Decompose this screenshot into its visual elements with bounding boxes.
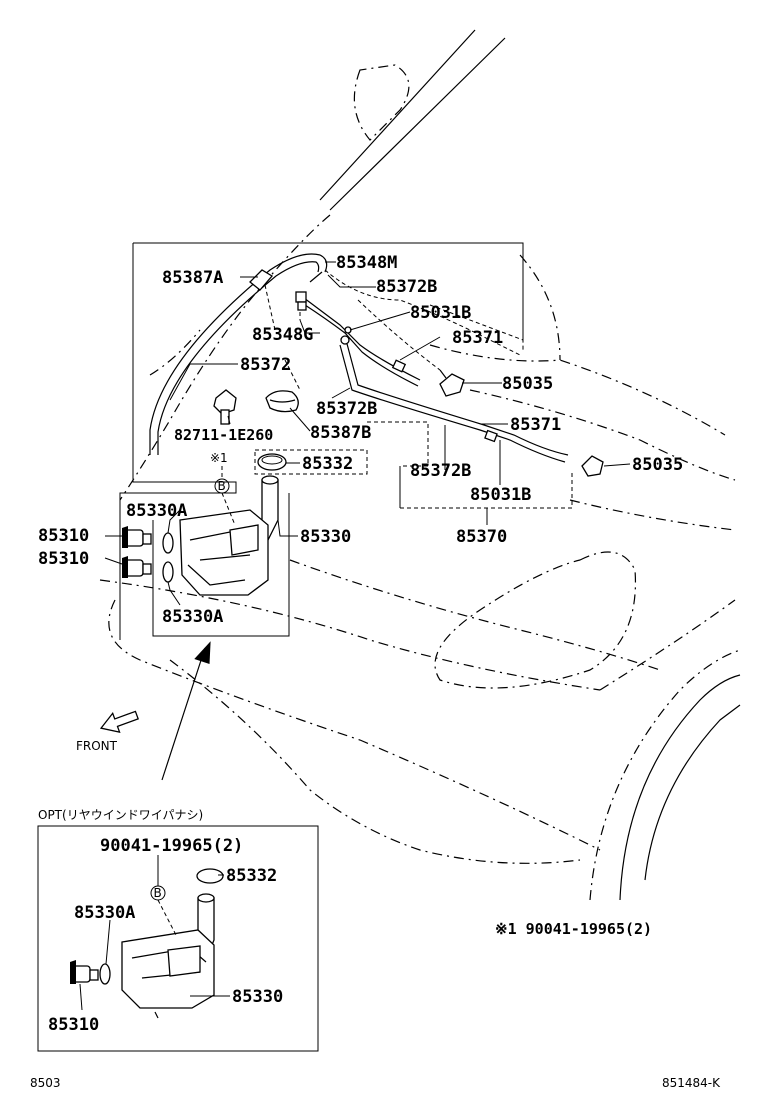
label-85035-2: 85035 [632,455,683,475]
clamp-85387A [249,269,273,291]
label-82711-1E260: 82711-1E260 [174,426,273,444]
label-85371-1: 85371 [452,328,503,348]
opt-title: OPT(リヤウインドワイパナシ) [38,808,203,822]
nozzle-85035-lower [581,455,604,477]
label-85330A-2: 85330A [162,607,223,627]
part-labels: 85387A 85348M 85372B 85031B 85348G 85371… [38,253,683,753]
label-85371-2: 85371 [510,415,561,435]
footer-right-code: 851484-K [662,1076,721,1090]
grommet-82711 [213,389,237,425]
label-85332: 85332 [302,454,353,474]
opt-label-85310: 85310 [48,1015,99,1035]
opt-label-85332: 85332 [226,866,277,886]
opt-label-90041-19965: 90041-19965(2) [100,836,243,856]
label-85330A-1: 85330A [126,501,187,521]
clamp-85387B [265,390,299,413]
opt-cap-85332 [196,868,224,884]
label-85370: 85370 [456,527,507,547]
label-85035-1: 85035 [502,374,553,394]
label-85387B: 85387B [310,423,371,443]
label-85387A: 85387A [162,268,223,288]
pumps-85310 [122,526,152,578]
svg-text:B: B [218,479,226,493]
opt-pump-85310 [70,960,99,984]
cap-85332 [257,453,287,471]
leader-arrow-icon [161,641,211,781]
label-85031B-2: 85031B [470,485,531,505]
label-front: FRONT [76,739,118,753]
grommets-85330A [162,532,174,583]
opt-label-85330A: 85330A [74,903,135,923]
hose-assembly-frame [119,242,573,640]
svg-text:B: B [154,886,162,900]
front-arrow-icon [99,710,139,733]
label-85348G: 85348G [252,325,313,345]
label-85372: 85372 [240,355,291,375]
label-85031B-1: 85031B [410,303,471,323]
label-mark-1: ※1 [210,451,228,465]
opt-label-85330: 85330 [232,987,283,1007]
bolt-symbol: B [214,466,236,526]
nozzle-85035-upper [439,369,465,397]
vehicle-outline [99,29,741,901]
label-85348M: 85348M [336,253,397,273]
hoses [149,253,569,463]
leader-lines [104,261,631,606]
label-85310-1: 85310 [38,526,89,546]
label-85372B-2: 85372B [316,399,377,419]
opt-grommet-85330A [99,963,111,985]
connector-85348G [295,291,307,311]
opt-inset: OPT(リヤウインドワイパナシ) B [37,808,319,1052]
footnote-mark-1: ※1 90041-19965(2) [495,920,652,938]
label-85372B-3: 85372B [410,461,471,481]
opt-tank-85330 [121,893,215,1019]
opt-bolt-symbol: B [150,885,177,936]
footer-left-code: 8503 [30,1076,61,1090]
label-85330: 85330 [300,527,351,547]
washer-tank-85330 [179,475,279,596]
label-85310-2: 85310 [38,549,89,569]
label-85372B-1: 85372B [376,277,437,297]
